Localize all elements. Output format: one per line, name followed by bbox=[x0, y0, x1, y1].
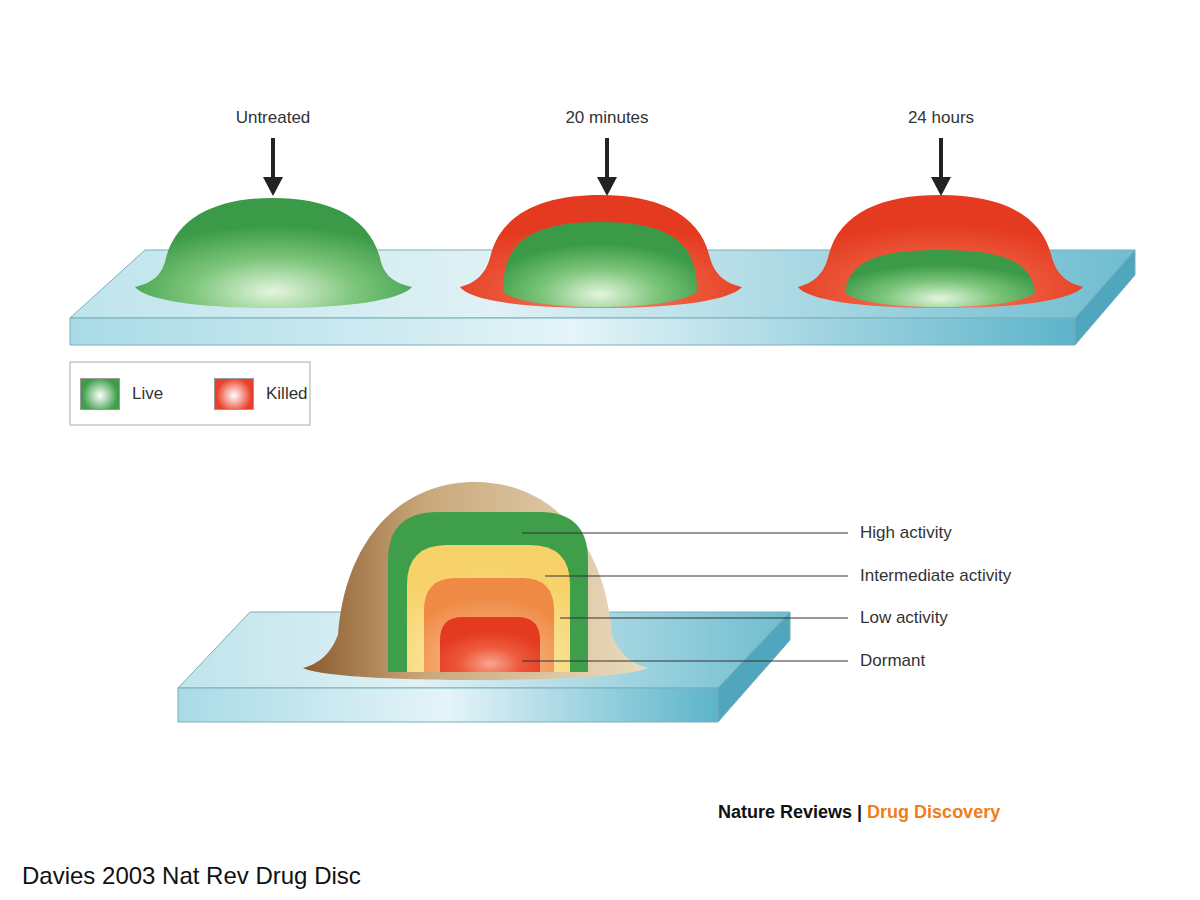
biofilm-cutaway bbox=[303, 482, 648, 680]
layer-label: Low activity bbox=[860, 608, 948, 628]
biofilm-dome bbox=[135, 198, 412, 308]
biofilm-dome bbox=[460, 195, 742, 308]
biofilm-dome bbox=[798, 195, 1083, 308]
layer-label: Intermediate activity bbox=[860, 566, 1011, 586]
legend-frame bbox=[70, 362, 310, 425]
activity-layer bbox=[440, 617, 540, 672]
legend-text: Killed bbox=[266, 384, 308, 404]
substrate-slab bbox=[178, 612, 790, 722]
activity-layer bbox=[388, 512, 588, 672]
legend-swatch bbox=[214, 378, 254, 410]
legend-swatch bbox=[80, 378, 120, 410]
journal-separator: | bbox=[857, 802, 862, 824]
condition-label: 20 minutes bbox=[565, 108, 648, 128]
journal-name: Nature Reviews bbox=[718, 802, 852, 824]
legend-text: Live bbox=[132, 384, 163, 404]
biofilm-core bbox=[845, 250, 1035, 307]
layer-label: Dormant bbox=[860, 651, 925, 671]
pointer-arrow bbox=[263, 138, 951, 196]
condition-label: 24 hours bbox=[908, 108, 974, 128]
condition-label: Untreated bbox=[236, 108, 311, 128]
biofilm-core bbox=[503, 222, 697, 307]
citation-caption: Davies 2003 Nat Rev Drug Disc bbox=[22, 862, 361, 891]
activity-layer bbox=[407, 545, 570, 672]
layer-label: High activity bbox=[860, 523, 952, 543]
activity-layer bbox=[424, 578, 554, 672]
leader-line bbox=[522, 533, 848, 661]
journal-section: Drug Discovery bbox=[867, 802, 1000, 824]
